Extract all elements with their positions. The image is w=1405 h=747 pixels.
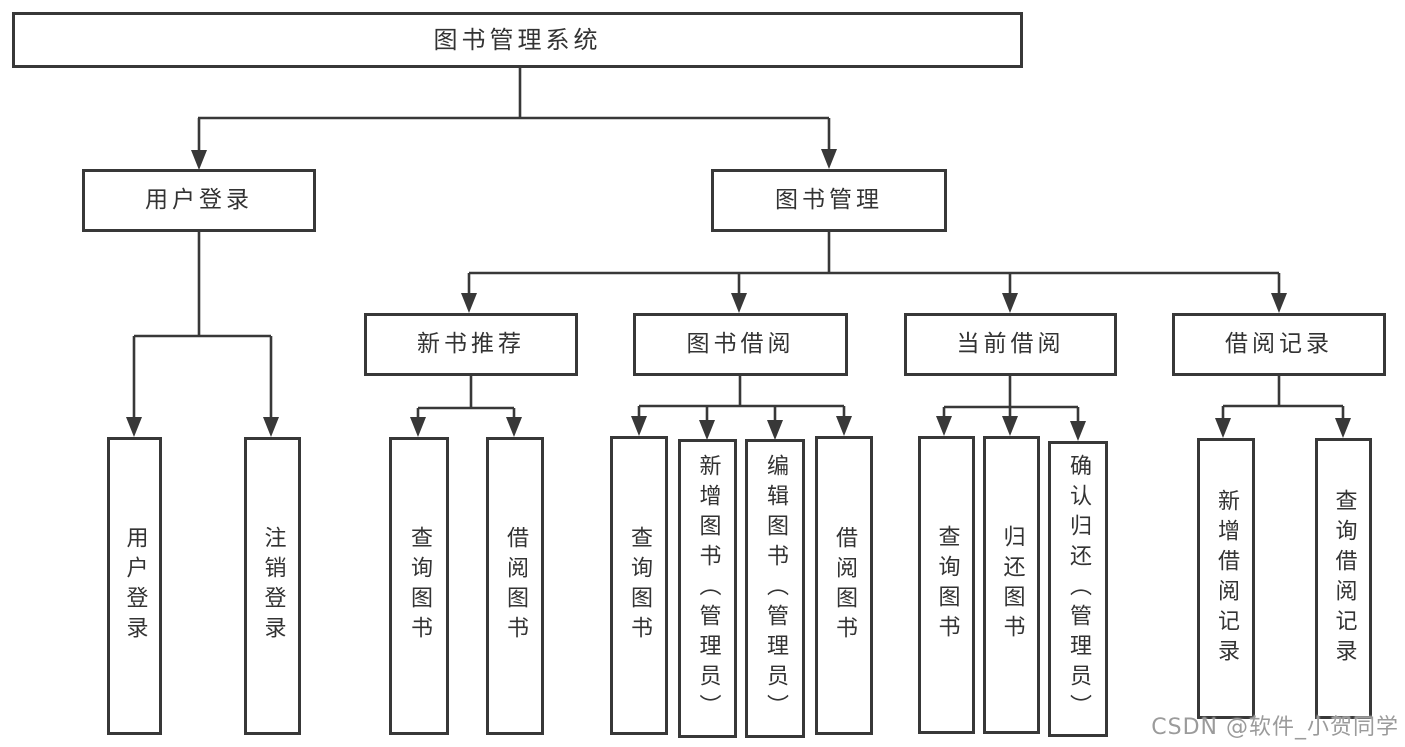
leaf-logout: 注销登录: [244, 437, 301, 735]
arrow-down-icons: [126, 149, 1351, 441]
node-borrow-records: 借阅记录: [1172, 313, 1386, 376]
leaf-borrow-query-books: 查询图书: [610, 436, 668, 735]
leaf-current-return-books: 归还图书: [983, 436, 1040, 734]
node-current-borrow: 当前借阅: [904, 313, 1117, 376]
leaf-newbooks-query-books: 查询图书: [389, 437, 449, 735]
leaf-records-query-record: 查询借阅记录: [1315, 438, 1372, 719]
node-book-borrow: 图书借阅: [633, 313, 848, 376]
leaf-newbooks-borrow-books: 借阅图书: [486, 437, 544, 735]
leaf-borrow-add-books-admin: 新增图书（管理员）: [678, 439, 737, 738]
leaf-records-add-record: 新增借阅记录: [1197, 438, 1255, 719]
node-new-book-recommend: 新书推荐: [364, 313, 578, 376]
connector-segments: [132, 66, 1345, 422]
node-user-login: 用户登录: [82, 169, 316, 232]
node-book-management: 图书管理: [711, 169, 947, 232]
leaf-current-confirm-return-admin: 确认归还（管理员）: [1048, 441, 1108, 737]
leaf-borrow-edit-books-admin: 编辑图书（管理员）: [745, 439, 805, 738]
leaf-current-query-books: 查询图书: [918, 436, 975, 734]
leaf-borrow-borrow-books: 借阅图书: [815, 436, 873, 735]
node-book-management-system: 图书管理系统: [12, 12, 1023, 68]
csdn-watermark: CSDN @软件_小贺同学: [1151, 715, 1399, 740]
leaf-user-login: 用户登录: [107, 437, 162, 735]
